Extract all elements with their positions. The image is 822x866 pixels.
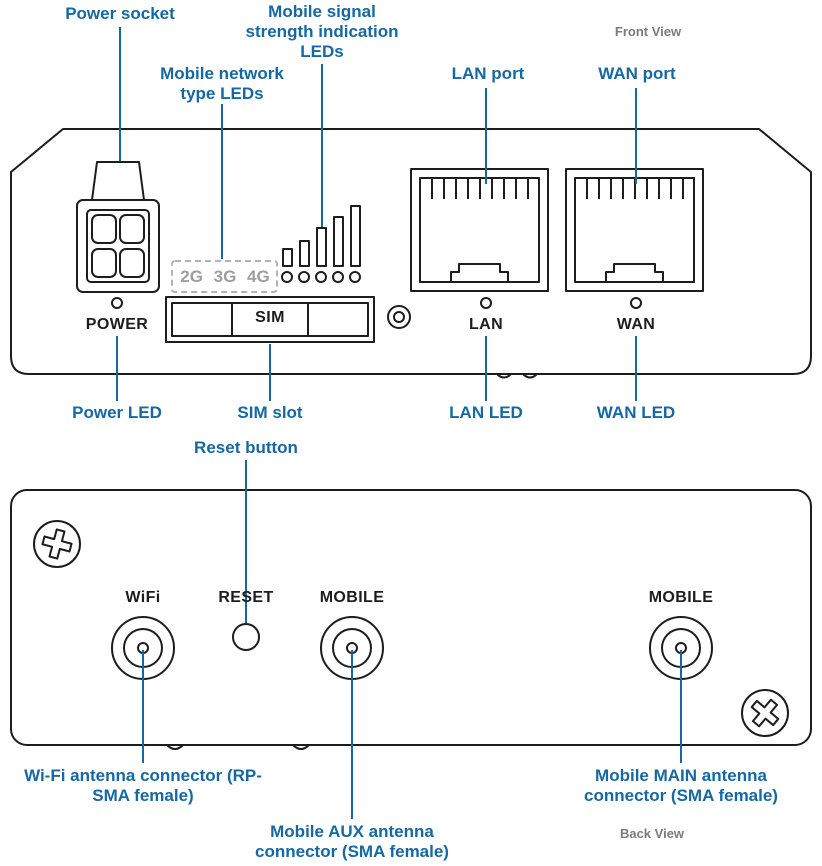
callout-lan-led: LAN LED	[449, 403, 523, 422]
phillips-screw-icon	[741, 689, 789, 737]
round-hole	[387, 305, 411, 329]
front-panel-notch	[496, 373, 512, 379]
panel-label-wan: WAN	[616, 316, 656, 333]
callout-mobile-aux-antenna: Mobile AUX antenna connector (SMA female…	[255, 822, 449, 862]
callout-wifi-antenna: Wi-Fi antenna connector (RP-SMA female)	[24, 766, 262, 806]
callout-leader-lines	[116, 27, 682, 819]
wan-port	[565, 168, 704, 292]
callout-mobile-main-antenna: Mobile MAIN antenna connector (SMA femal…	[584, 766, 778, 806]
phillips-screw-icon	[33, 520, 81, 568]
power-led	[111, 297, 123, 309]
callout-wan-led: WAN LED	[596, 403, 676, 422]
front-panel-outline	[10, 128, 812, 375]
panel-label-lan: LAN	[468, 316, 504, 333]
front-panel-notch	[522, 373, 538, 379]
callout-wan-port: WAN port	[598, 64, 676, 83]
panel-label-power: POWER	[85, 316, 149, 333]
callout-sim-slot: SIM slot	[237, 403, 303, 422]
front-view-label: Front View	[614, 24, 682, 39]
network-type-led-box	[171, 260, 278, 293]
wan-led	[630, 297, 642, 309]
panel-label-wifi: WiFi	[125, 589, 161, 606]
back-view-label: Back View	[619, 826, 685, 841]
reset-button	[232, 623, 260, 651]
callout-reset-button: Reset button	[194, 438, 298, 457]
panel-label-mobile-aux: MOBILE	[319, 589, 385, 606]
callout-power-socket: Power socket	[65, 4, 175, 23]
sim-slot	[165, 296, 375, 343]
back-panel-notch	[292, 744, 310, 750]
lan-port	[410, 168, 549, 292]
back-panel-notch	[166, 744, 184, 750]
callout-lan-port: LAN port	[451, 64, 525, 83]
lan-led	[480, 297, 492, 309]
panel-label-sim: SIM	[255, 309, 285, 326]
panel-label-reset: RESET	[218, 589, 274, 606]
power-socket	[76, 161, 160, 293]
callout-mobile-signal-leds: Mobile signal strength indication LEDs	[245, 2, 399, 62]
back-panel-outline	[10, 489, 812, 746]
panel-label-mobile-main: MOBILE	[648, 589, 714, 606]
signal-strength-leds	[281, 205, 361, 283]
callout-mobile-network-leds: Mobile network type LEDs	[160, 64, 284, 104]
panel-label-network-types: 2G 3G 4G	[180, 267, 270, 286]
callout-power-led: Power LED	[72, 403, 162, 422]
